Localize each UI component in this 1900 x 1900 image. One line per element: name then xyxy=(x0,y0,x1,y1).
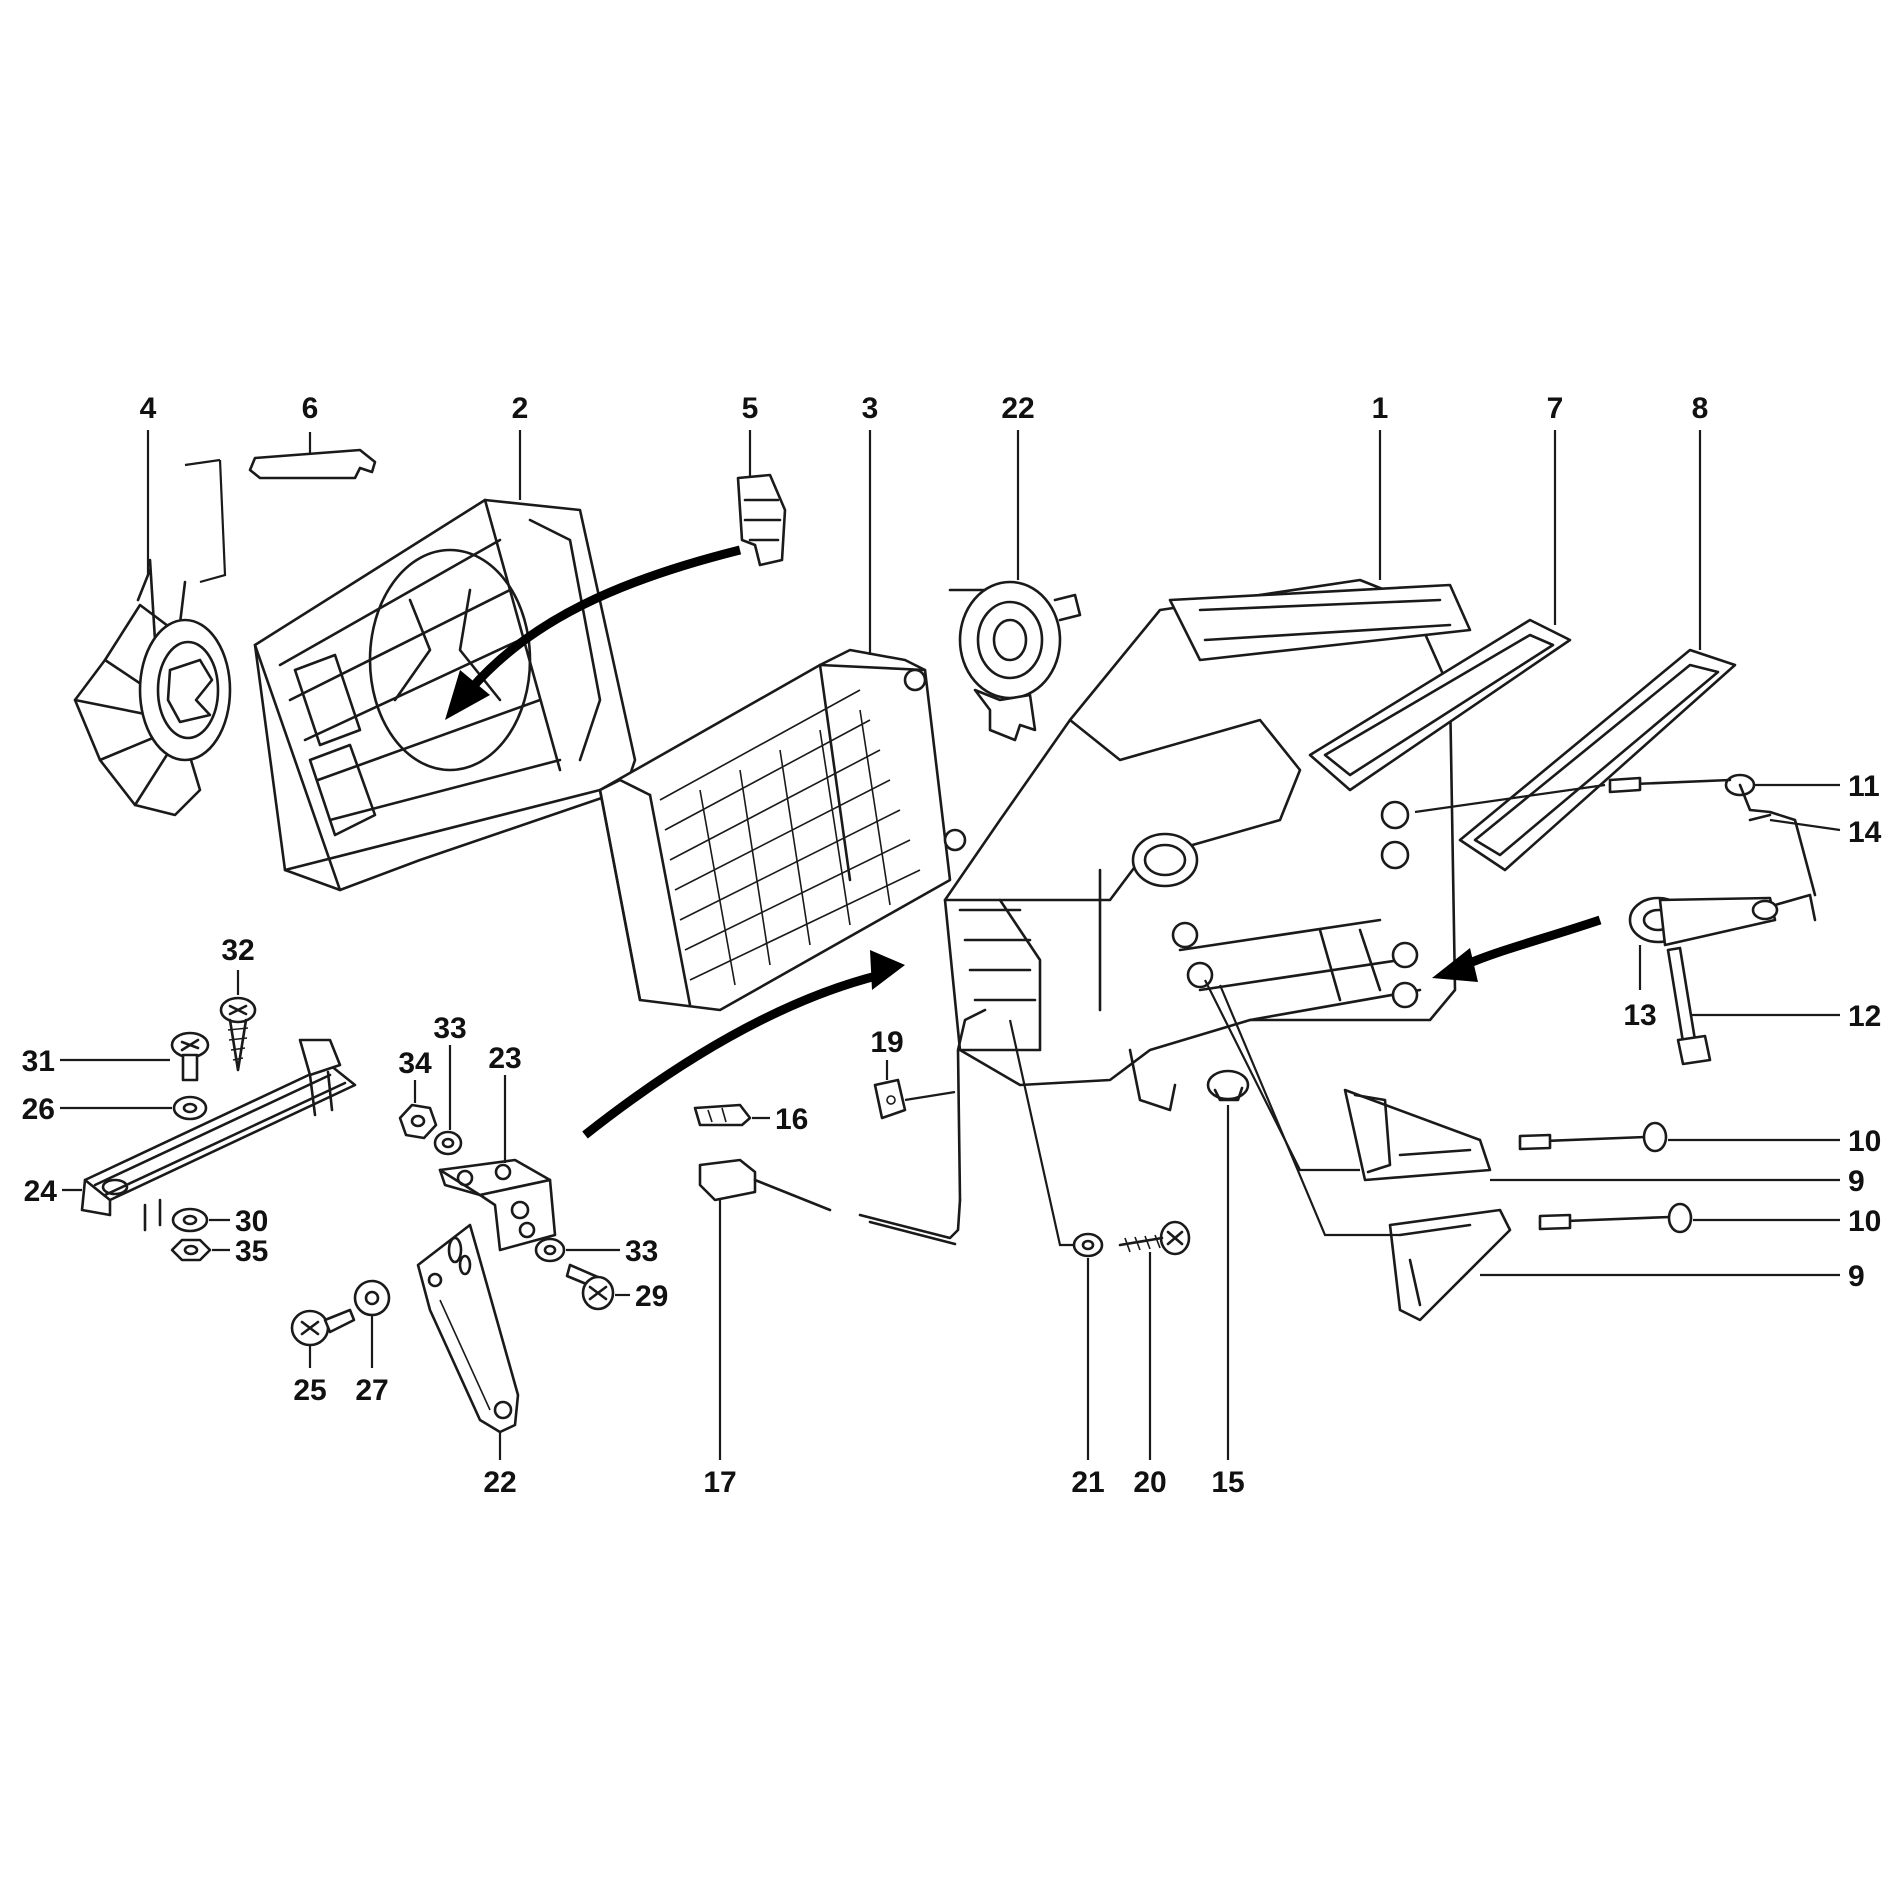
part-washer-31 xyxy=(172,1095,208,1121)
callout-32: 29 xyxy=(635,1280,668,1313)
part-clip xyxy=(248,448,377,480)
part-screw-27 xyxy=(170,1031,210,1082)
part-washer-33-upper xyxy=(433,1130,463,1156)
part-angle-bracket xyxy=(438,1158,557,1252)
part-support-strap xyxy=(416,1223,520,1434)
callout-9-upper: 9 xyxy=(1848,1165,1865,1198)
part-washer-21 xyxy=(1072,1232,1104,1258)
part-shaft-lower xyxy=(1538,1202,1693,1234)
callout-23: 22 xyxy=(483,1466,516,1499)
part-screw-28 xyxy=(219,996,257,1072)
leader-19-b xyxy=(904,1090,956,1102)
callout-25: 24 xyxy=(24,1175,58,1208)
callout-10-lower: 10 xyxy=(1848,1205,1881,1238)
callout-8: 8 xyxy=(1692,392,1709,425)
part-nut-34 xyxy=(398,1103,438,1140)
part-clip-19 xyxy=(873,1078,907,1120)
callout-15: 15 xyxy=(1211,1466,1244,1499)
part-support-rail xyxy=(80,1038,357,1232)
callout-2: 2 xyxy=(512,392,529,425)
callout-19: 19 xyxy=(870,1026,903,1059)
part-pin xyxy=(1666,946,1712,1066)
part-resistor xyxy=(736,473,787,567)
callout-33-lower: 33 xyxy=(625,1235,658,1268)
callout-3: 3 xyxy=(862,392,879,425)
leader-9-upper-b xyxy=(1204,979,1360,1172)
callout-21: 21 xyxy=(1071,1466,1104,1499)
callout-31: 26 xyxy=(22,1093,55,1126)
callout-4: 4 xyxy=(140,392,157,425)
callout-13: 13 xyxy=(1623,999,1656,1032)
callout-6: 6 xyxy=(302,392,319,425)
callout-30: 30 xyxy=(235,1205,268,1238)
part-heater-box xyxy=(943,578,1472,1112)
arrowhead-bracket xyxy=(870,950,905,990)
part-heater-core xyxy=(598,648,967,1012)
part-grommet xyxy=(1206,1069,1250,1102)
callout-7: 7 xyxy=(1547,392,1564,425)
part-fan-wheel xyxy=(73,558,232,817)
part-lever-arm xyxy=(1628,893,1817,947)
callout-35: 35 xyxy=(235,1235,268,1268)
part-connector-16 xyxy=(693,1103,752,1127)
leader-14 xyxy=(1769,818,1841,832)
part-shaft-upper xyxy=(1518,1121,1668,1153)
part-screw-20 xyxy=(1118,1220,1191,1256)
part-bolt-26 xyxy=(290,1308,356,1347)
arrow-bracket-to-box xyxy=(582,970,882,1139)
callout-20: 20 xyxy=(1133,1466,1166,1499)
callout-17: 17 xyxy=(703,1466,736,1499)
leader-9-lower-b xyxy=(1218,984,1400,1237)
callout-16: 16 xyxy=(775,1103,808,1136)
callout-28: 32 xyxy=(221,934,254,967)
callout-14: 14 xyxy=(1848,816,1882,849)
leader-6-bracket xyxy=(184,458,227,584)
part-washer-33-lower xyxy=(534,1237,566,1263)
callout-11: 11 xyxy=(1848,770,1880,803)
part-control-cable-11 xyxy=(1608,773,1756,797)
callout-22: 22 xyxy=(1001,392,1034,425)
arrowhead-resistor xyxy=(445,670,490,720)
callout-5: 5 xyxy=(742,392,759,425)
part-link-rod xyxy=(1738,783,1817,897)
callout-1: 1 xyxy=(1372,392,1389,425)
leader-21-b xyxy=(1008,1019,1074,1247)
part-seal-frame-7 xyxy=(1308,618,1572,792)
arrow-resistor-to-shroud xyxy=(466,545,742,693)
arrow-lever-to-box xyxy=(1463,915,1602,970)
part-seal-frame-8 xyxy=(1458,648,1737,872)
part-wiring-harness xyxy=(698,1008,987,1246)
callout-33-upper: 33 xyxy=(433,1012,466,1045)
part-flap-upper xyxy=(1343,1088,1492,1182)
callout-29: 27 xyxy=(355,1374,388,1407)
callout-12: 12 xyxy=(1848,1000,1881,1033)
leader-11-b xyxy=(1414,783,1606,814)
part-fan-shroud xyxy=(253,498,637,892)
callout-27: 31 xyxy=(22,1045,55,1078)
callout-24: 23 xyxy=(488,1042,521,1075)
callout-9-lower: 9 xyxy=(1848,1260,1865,1293)
callout-10-upper: 10 xyxy=(1848,1125,1881,1158)
part-washer-29 xyxy=(353,1279,391,1317)
part-flap-lower xyxy=(1388,1208,1512,1322)
callout-26: 25 xyxy=(293,1374,326,1407)
arrowhead-lever xyxy=(1432,948,1478,982)
part-nut-35 xyxy=(170,1238,212,1262)
callout-34: 34 xyxy=(398,1047,432,1080)
part-servo-motor xyxy=(948,580,1082,742)
part-bolt-32 xyxy=(565,1263,615,1311)
part-washer-30 xyxy=(171,1207,209,1233)
